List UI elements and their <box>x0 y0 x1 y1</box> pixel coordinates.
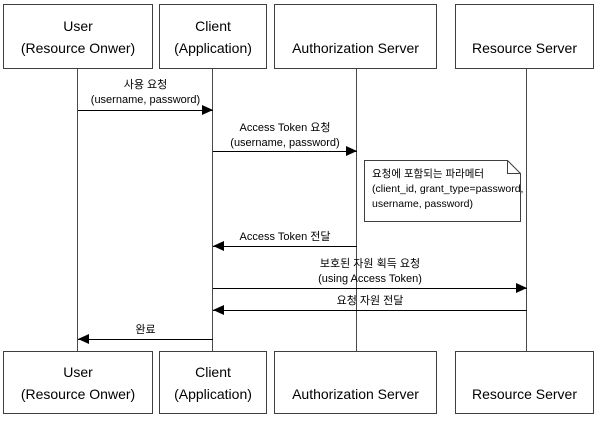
message-subtext: (username, password) <box>90 94 201 106</box>
message-subtext: (username, password) <box>230 137 340 149</box>
actor-sublabel: (Application) <box>174 386 252 402</box>
message-text: Access Token 전달 <box>239 231 331 243</box>
message-label-access-token-delivery: Access Token 전달 <box>213 230 357 245</box>
actor-box-auth-server-bottom: Authorization Server <box>274 351 437 414</box>
actor-box-user-bottom: User (Resource Onwer) <box>3 351 153 414</box>
message-arrow-line <box>213 151 357 152</box>
note-shape-icon <box>364 160 521 222</box>
message-arrow-line <box>213 310 527 311</box>
message-arrow-line <box>78 110 213 111</box>
message-text: 요청 자원 전달 <box>336 295 404 307</box>
actor-box-client-top: Client (Application) <box>159 4 267 69</box>
note-line: 요청에 포함되는 파라메터 <box>372 168 485 180</box>
arrowhead-left-icon <box>213 241 224 251</box>
actor-box-resource-server-top: Resource Server <box>455 4 594 69</box>
actor-label: Client <box>195 364 231 380</box>
actor-label: Authorization Server <box>292 40 419 56</box>
message-arrow-line <box>213 288 527 289</box>
lifeline-user <box>77 69 78 351</box>
message-label-complete: 완료 <box>78 323 213 338</box>
actor-label: User <box>63 18 93 34</box>
arrowhead-left-icon <box>78 334 89 344</box>
actor-label: Resource Server <box>471 386 578 402</box>
actor-box-user-top: User (Resource Onwer) <box>3 4 153 69</box>
actor-label: Authorization Server <box>292 386 419 402</box>
message-label-requested-resource-delivery: 요청 자원 전달 <box>213 294 527 309</box>
actor-sublabel: (Application) <box>174 40 252 56</box>
message-label-access-token-request: Access Token 요청 (username, password) <box>213 121 357 151</box>
message-arrow-line <box>78 339 213 340</box>
message-text: 사용 요청 <box>123 79 168 91</box>
lifeline-resource-server <box>526 69 527 351</box>
actor-box-auth-server-top: Authorization Server <box>274 4 437 69</box>
note-line: username, password) <box>372 198 473 210</box>
actor-box-resource-server-bottom: Resource Server <box>455 351 594 414</box>
message-text: 완료 <box>135 324 156 336</box>
arrowhead-right-icon <box>202 105 213 115</box>
actor-box-client-bottom: Client (Application) <box>159 351 267 414</box>
actor-sublabel: (Resource Onwer) <box>20 386 136 402</box>
message-label-protected-resource-request: 보호된 자원 획득 요청 (using Access Token) <box>213 257 527 287</box>
arrowhead-right-icon <box>516 283 527 293</box>
message-text: 보호된 자원 획득 요청 <box>319 258 421 270</box>
lifeline-auth-server <box>356 69 357 351</box>
actor-sublabel: (Resource Onwer) <box>20 40 136 56</box>
arrowhead-right-icon <box>346 146 357 156</box>
note-text: 요청에 포함되는 파라메터 (client_id, grant_type=pas… <box>372 167 523 212</box>
lifeline-client <box>212 69 213 351</box>
message-arrow-line <box>213 246 357 247</box>
note-line: (client_id, grant_type=password, <box>372 183 524 195</box>
actor-label: Client <box>195 18 231 34</box>
arrowhead-left-icon <box>213 305 224 315</box>
actor-label: Resource Server <box>471 40 578 56</box>
actor-label: User <box>63 364 93 380</box>
note-request-parameters: 요청에 포함되는 파라메터 (client_id, grant_type=pas… <box>364 160 523 222</box>
message-text: Access Token 요청 <box>239 122 331 134</box>
message-label-use-request: 사용 요청 (username, password) <box>78 78 213 108</box>
message-subtext: (using Access Token) <box>318 273 422 285</box>
